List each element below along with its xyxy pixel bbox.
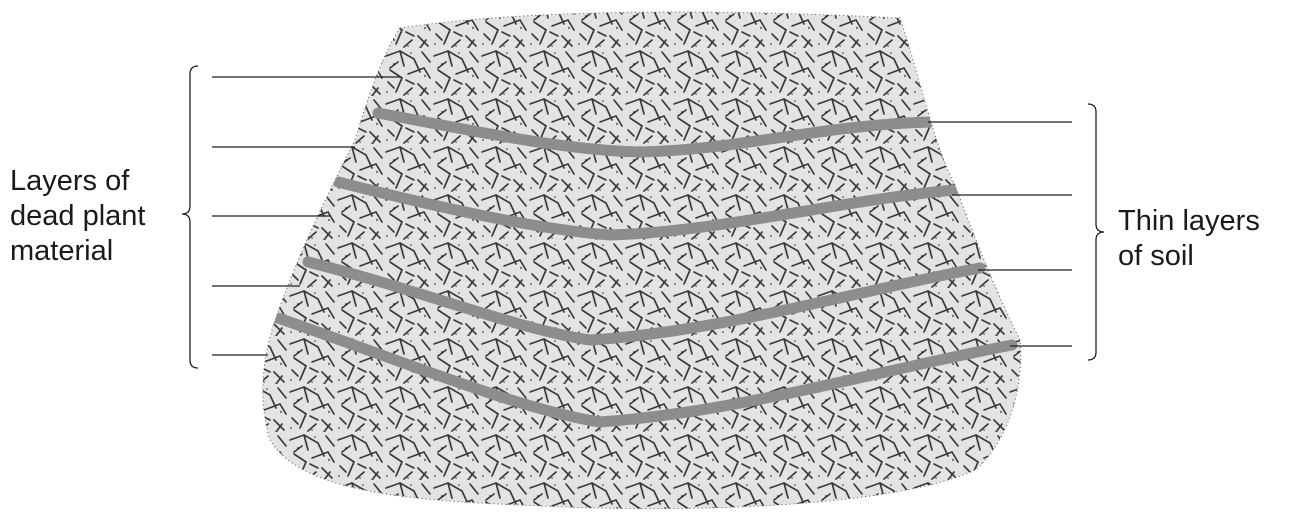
plant-material-label-line-1: Layers of — [10, 164, 145, 199]
soil-layers-label-line-1: Thin layers — [1118, 204, 1260, 239]
soil-layers-label: Thin layers of soil — [1118, 204, 1260, 274]
compost-heap — [263, 12, 1021, 509]
plant-material-label-line-3: material — [10, 234, 145, 269]
right-brace — [1088, 104, 1104, 360]
heap-outline — [263, 12, 1021, 509]
plant-material-label: Layers of dead plant material — [10, 164, 145, 269]
plant-material-label-line-2: dead plant — [10, 199, 145, 234]
left-brace — [182, 66, 198, 368]
soil-layers-label-line-2: of soil — [1118, 239, 1260, 274]
